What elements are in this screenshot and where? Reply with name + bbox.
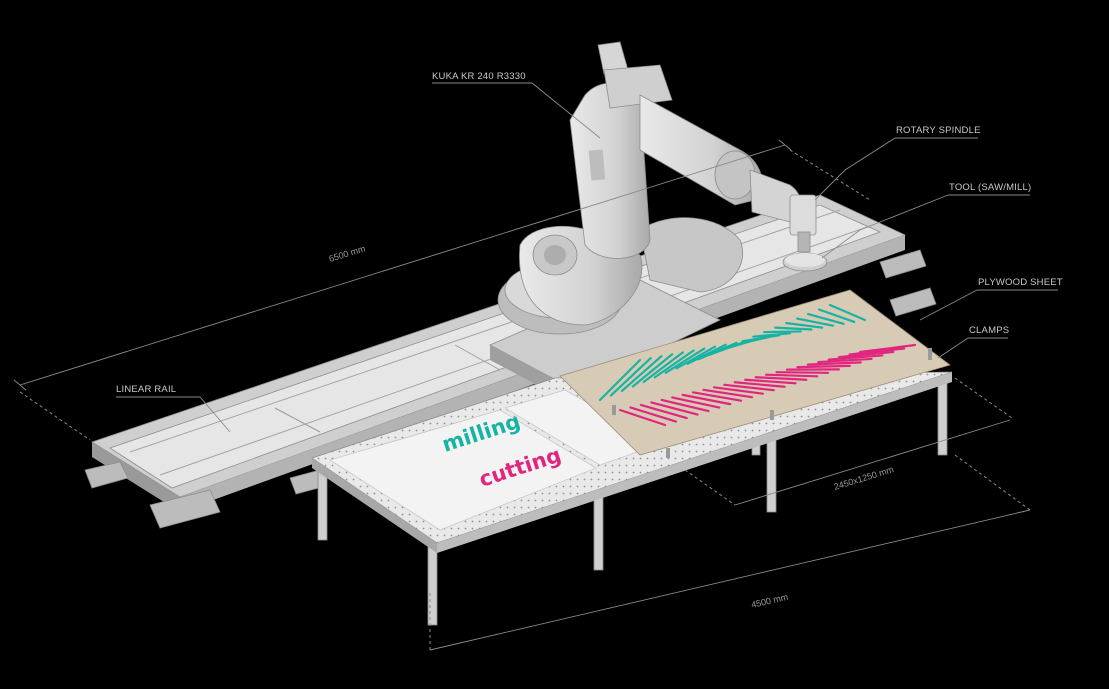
table-length-dimension: 4500 mm (750, 592, 789, 610)
saw-mill-tool (783, 253, 827, 271)
milling-stroke (764, 331, 800, 332)
robot-model-label: KUKA KR 240 R3330 (432, 71, 526, 82)
linear-rail-label: LINEAR RAIL (116, 384, 176, 395)
cutting-stroke (797, 366, 849, 367)
sheet-size-dimension: 2450x1250 mm (833, 464, 895, 492)
tool-label: TOOL (SAW/MILL) (949, 182, 1031, 193)
cutting-stroke (777, 372, 829, 373)
rail-length-dimension: 6500 mm (328, 243, 367, 264)
clamps-label: CLAMPS (969, 325, 1009, 336)
plywood-sheet-label: PLYWOOD SHEET (978, 277, 1063, 288)
rotary-spindle-label: ROTARY SPINDLE (896, 125, 981, 136)
